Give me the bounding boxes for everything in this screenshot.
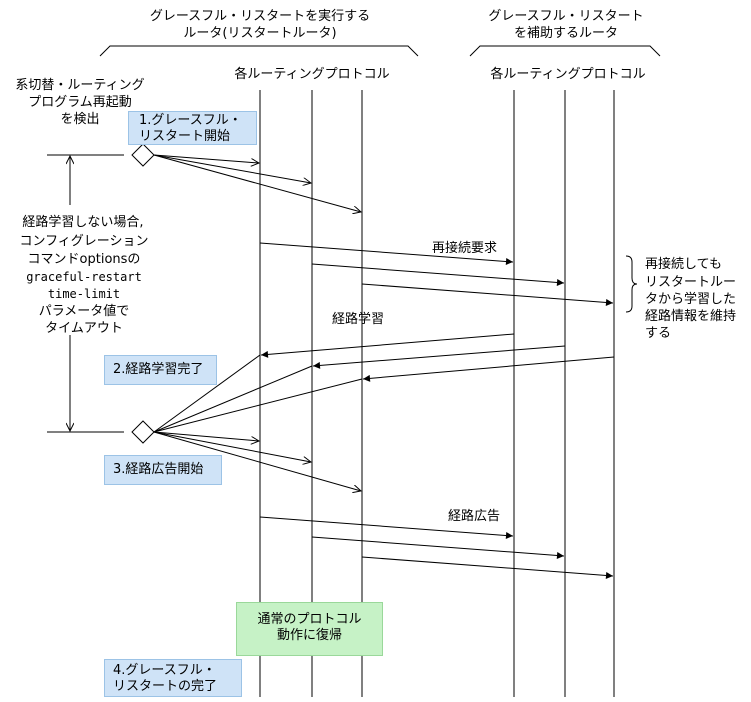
step1-restart-start: 1.グレースフル・ リスタート開始 (128, 111, 257, 145)
restart-router-title-line1: グレースフル・リスタートを実行する (150, 8, 370, 24)
reconnect-arrow-3 (361, 283, 614, 306)
trigger-text-line1: 系切替・ルーティング (15, 78, 144, 93)
timeout-text-line1: 経路学習しない場合, (22, 214, 143, 230)
step2-learning-complete: 2.経路学習完了 (104, 355, 217, 385)
learning-complete-line-1 (153, 354, 261, 433)
route-learning-label: 経路学習 (332, 311, 384, 327)
advertise-start-diamond (131, 420, 155, 444)
timeout-text-line4: graceful-restart (26, 270, 142, 284)
route-advertise-arrow-3 (361, 556, 614, 579)
restart-start-diamond (131, 143, 155, 167)
helper-router-title-line1: グレースフル・リスタート (488, 9, 643, 24)
step3-advertise-start: 3.経路広告開始 (104, 455, 222, 485)
timeout-text-line5: time-limit (48, 287, 120, 301)
helper-protocols-label: 各ルーティングプロトコル (490, 66, 645, 82)
restart-signal-arrow-3 (153, 154, 361, 212)
timeout-text-line7: タイムアウト (45, 321, 123, 336)
restart-protocols-label: 各ルーティングプロトコル (234, 66, 389, 82)
route-learning-arrow-1 (260, 333, 515, 358)
timeout-text-line6: パラメータ値で (39, 303, 130, 319)
learning-complete-line-3 (153, 378, 363, 433)
advertise-signal-arrow-1 (153, 431, 259, 441)
note-line4: 経路情報を維持 (645, 308, 736, 324)
route-advertise-arrow-1 (259, 516, 514, 539)
timeout-text-line3: コマンドoptionsの (28, 252, 141, 267)
route-learning-arrow-2 (312, 345, 566, 369)
timeout-text-line2: コンフィグレーション (19, 234, 148, 249)
route-learning-arrow-3 (362, 356, 615, 382)
advertise-signal-arrow-2 (153, 431, 311, 462)
normal-operation-box: 通常のプロトコル 動作に復帰 (236, 602, 383, 656)
advertise-signal-arrow-3 (153, 431, 361, 491)
helper-router-title-line2: を補助するルータ (514, 26, 618, 41)
step4-restart-complete: 4.グレースフル・ リスタートの完了 (104, 659, 242, 697)
trigger-text-line3: を検出 (60, 112, 99, 127)
restart-router-bracket (99, 45, 419, 57)
note-brace (625, 255, 638, 313)
trigger-text-line2: プログラム再起動 (28, 95, 132, 110)
restart-signal-arrow-2 (153, 154, 311, 183)
restart-signal-arrow-1 (153, 154, 259, 163)
restart-router-title-line2: ルータ(リスタートルータ) (183, 26, 336, 41)
note-line1: 再接続しても (645, 256, 722, 272)
reconnect-arrow-1 (259, 242, 514, 265)
note-line5: する (645, 326, 671, 341)
learning-complete-line-2 (153, 365, 313, 433)
route-advertise-label: 経路広告 (448, 508, 500, 524)
route-advertise-arrow-2 (311, 536, 565, 559)
helper-router-bracket (469, 45, 661, 57)
reconnect-arrow-2 (311, 263, 565, 286)
note-line3: タから学習した (645, 291, 736, 307)
reconnect-request-label: 再接続要求 (432, 240, 497, 256)
note-line2: リスタートルー (645, 275, 736, 290)
